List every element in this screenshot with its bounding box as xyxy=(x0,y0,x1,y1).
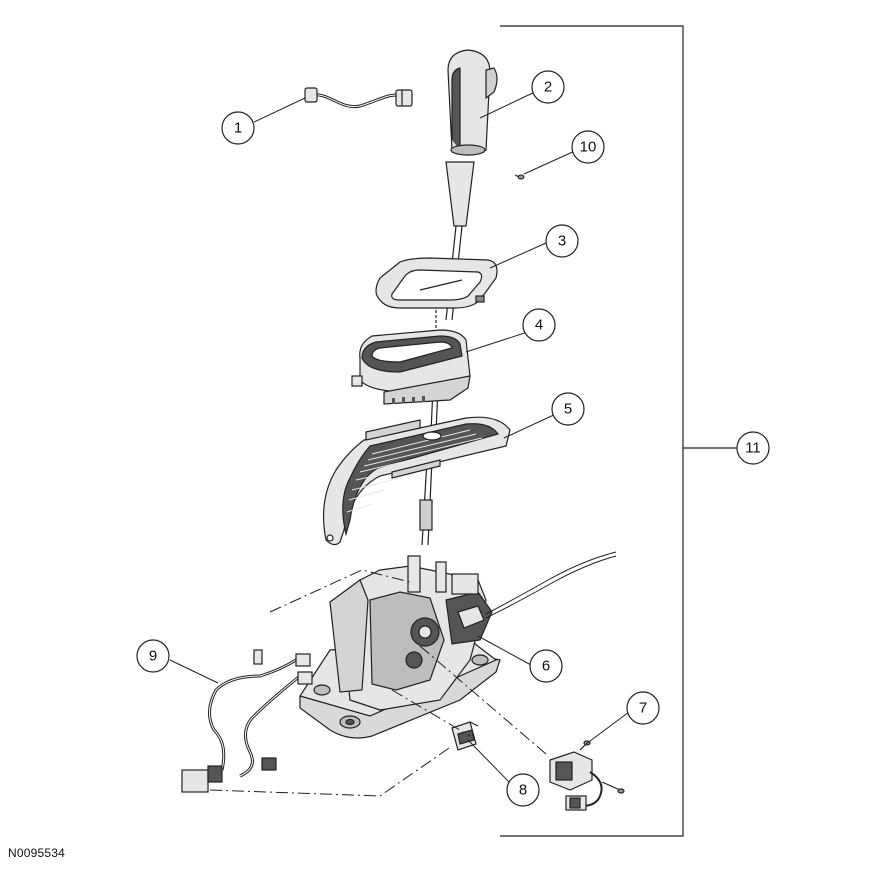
callout-label: 5 xyxy=(564,401,572,418)
part-5-shift-gate-slider xyxy=(322,416,511,546)
part-8-switch xyxy=(451,721,479,751)
housing-clips xyxy=(392,396,425,404)
assembly-bracket xyxy=(500,25,738,837)
callout-label: 1 xyxy=(234,120,242,137)
callout-1: 1 xyxy=(221,111,255,145)
part-10-screw xyxy=(514,174,525,180)
callout-11: 11 xyxy=(736,431,770,465)
callout-label: 3 xyxy=(558,233,566,250)
callout-9: 9 xyxy=(136,639,170,673)
callout-label: 2 xyxy=(544,79,552,96)
callout-label: 7 xyxy=(639,700,647,717)
part-9-wiring-harness xyxy=(181,649,313,793)
part-2-shift-knob xyxy=(447,49,498,156)
part-6-shifter-base-assembly xyxy=(299,551,617,739)
slider-ribs xyxy=(346,429,487,513)
part-4-indicator-housing xyxy=(351,329,471,405)
callout-label: 4 xyxy=(535,317,543,334)
callout-8: 8 xyxy=(506,773,540,807)
callout-label: 8 xyxy=(519,782,527,799)
callout-3: 3 xyxy=(545,224,579,258)
callout-4: 4 xyxy=(522,308,556,342)
callout-7: 7 xyxy=(626,691,660,725)
callout-label: 11 xyxy=(745,440,761,457)
callout-6: 6 xyxy=(529,649,563,683)
callout-label: 6 xyxy=(542,658,550,675)
alignment-lines xyxy=(209,569,547,797)
part-3-trim-bezel xyxy=(375,257,498,309)
callout-2: 2 xyxy=(531,70,565,104)
callout-label: 9 xyxy=(149,648,157,665)
figure-id: N0095534 xyxy=(8,846,65,860)
callout-label: 10 xyxy=(580,139,597,156)
part-7-solenoid-module xyxy=(549,740,625,811)
callout-10: 10 xyxy=(571,130,605,164)
part-1-connector-harness xyxy=(304,87,413,109)
leader-lines xyxy=(169,90,630,786)
callout-5: 5 xyxy=(551,392,585,426)
